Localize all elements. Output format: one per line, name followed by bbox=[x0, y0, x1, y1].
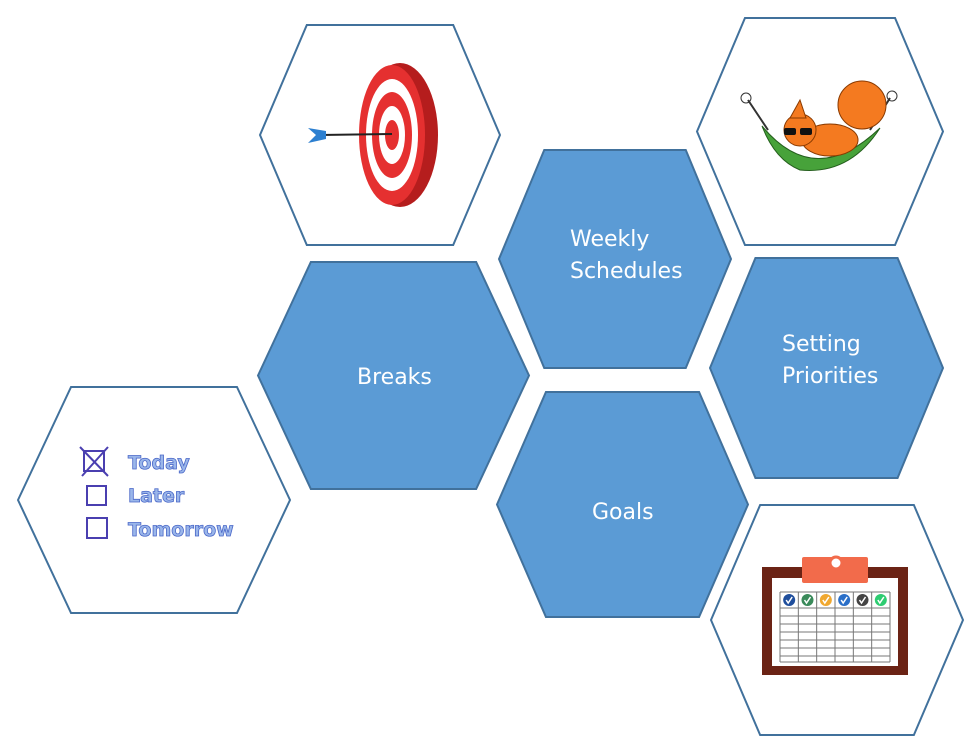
hexagon-breaks bbox=[256, 261, 531, 490]
label-setting: Setting bbox=[782, 332, 861, 357]
label-priorities: Priorities bbox=[782, 364, 878, 389]
check-circle-icon bbox=[801, 594, 814, 606]
check-circle-icon bbox=[838, 594, 851, 606]
label-goals: Goals bbox=[592, 500, 654, 525]
label-schedules: Schedules bbox=[570, 259, 683, 284]
check-circle-icon bbox=[783, 594, 796, 606]
hexagon-weekly bbox=[497, 149, 733, 369]
check-item-later: Later bbox=[128, 485, 185, 507]
label-breaks: Breaks bbox=[357, 365, 432, 390]
checkbox-empty-icon bbox=[86, 485, 107, 506]
hexagon-goals bbox=[495, 391, 750, 618]
check-item-today: Today bbox=[128, 452, 190, 474]
check-item-tomorrow: Tomorrow bbox=[128, 519, 234, 541]
check-circle-icon bbox=[874, 594, 887, 606]
checkbox-empty-icon bbox=[86, 517, 108, 539]
label-weekly: Weekly bbox=[570, 227, 649, 252]
checkbox-checked-icon bbox=[83, 450, 105, 472]
calendar-clipboard-icon bbox=[762, 555, 908, 675]
target-icon bbox=[308, 63, 438, 207]
checklist: Today Later Tomorrow bbox=[79, 446, 234, 541]
relaxing-squirrel-icon bbox=[740, 80, 898, 171]
check-circle-icon bbox=[856, 594, 869, 606]
hexagon-checklist bbox=[16, 386, 292, 614]
check-circle-icon bbox=[819, 594, 832, 606]
hexagon-priorities bbox=[708, 257, 945, 479]
